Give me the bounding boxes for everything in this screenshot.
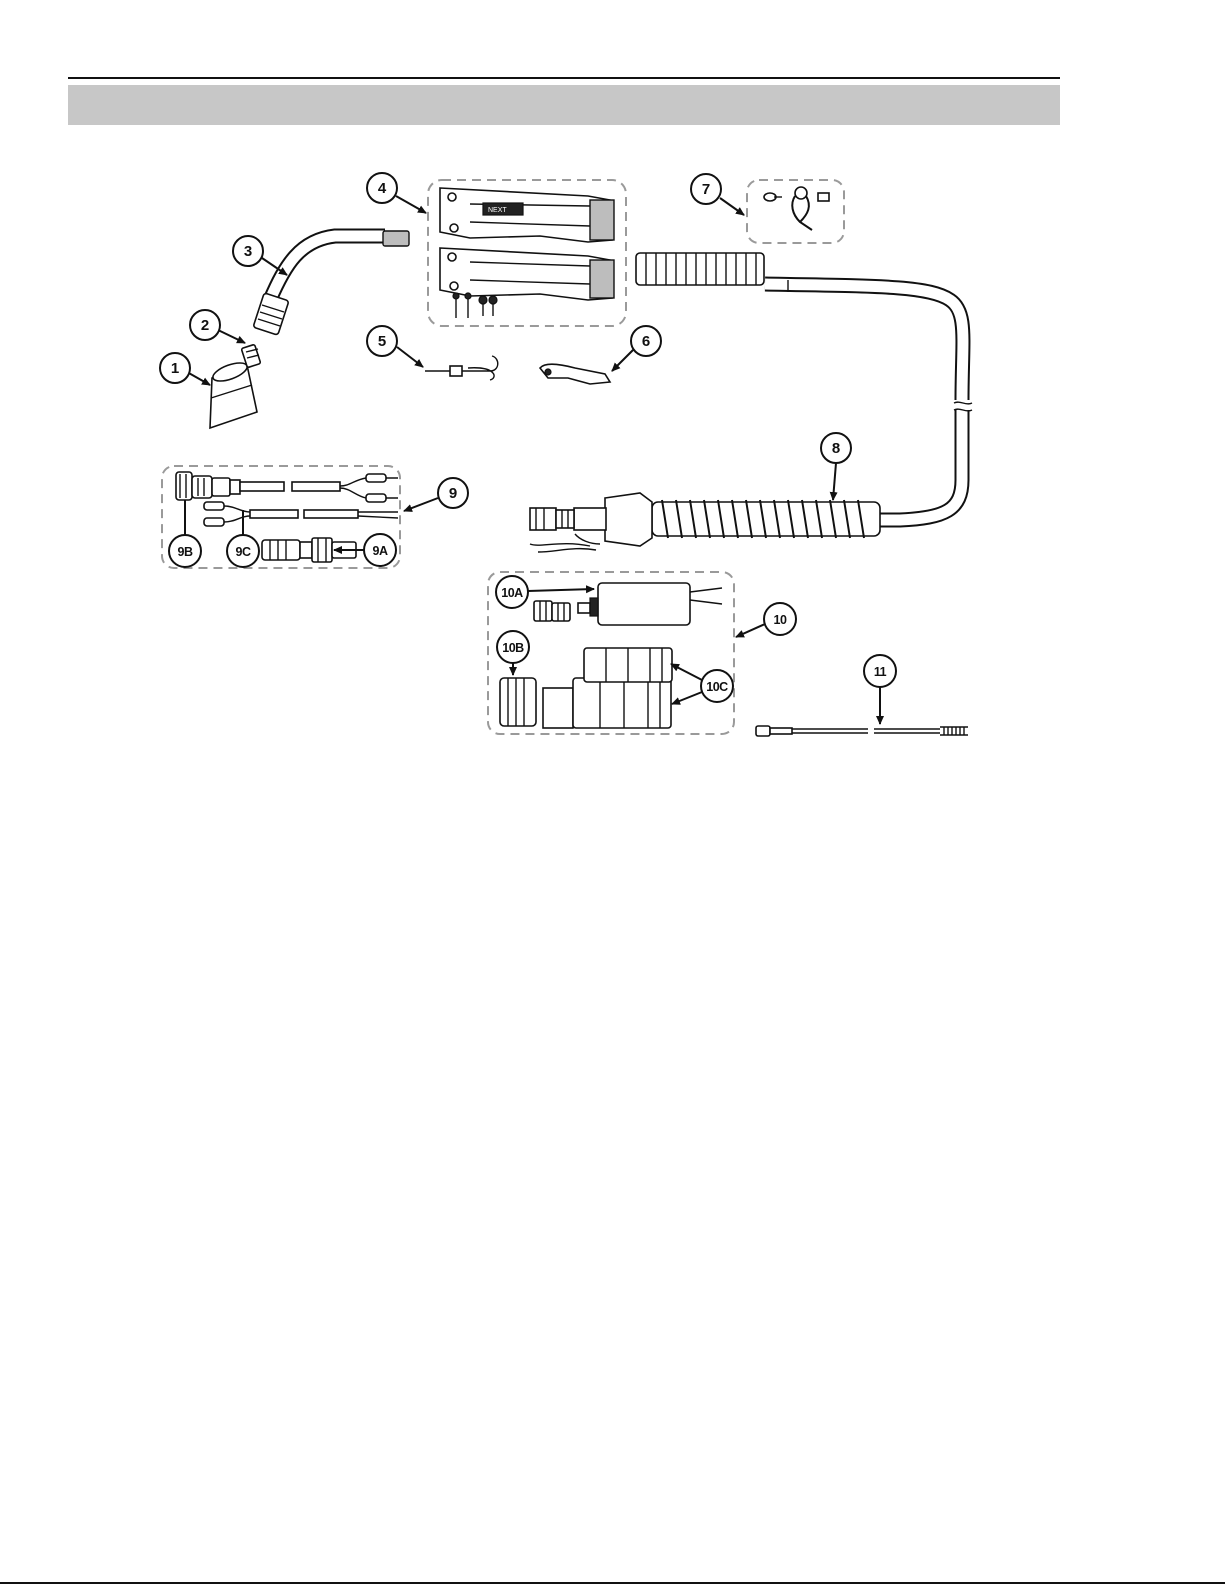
nozzle-part <box>210 359 257 428</box>
svg-text:7: 7 <box>702 181 710 198</box>
svg-text:10A: 10A <box>501 586 523 600</box>
callout-10a: 10A <box>496 576 528 608</box>
connector-kit-part <box>500 583 722 728</box>
svg-text:3: 3 <box>244 243 252 260</box>
callout-10: 10 <box>764 603 796 635</box>
trigger-spring-part <box>425 356 498 380</box>
callout-5: 5 <box>367 326 397 356</box>
callout-9b: 9B <box>169 535 201 567</box>
svg-text:2: 2 <box>201 317 209 334</box>
svg-text:11: 11 <box>874 665 887 679</box>
trigger-part <box>540 364 610 384</box>
svg-text:10C: 10C <box>706 680 728 694</box>
svg-text:9C: 9C <box>236 545 251 559</box>
callout-9: 9 <box>438 478 468 508</box>
callout-11: 11 <box>864 655 896 687</box>
svg-text:5: 5 <box>378 333 386 350</box>
callout-8: 8 <box>821 433 851 463</box>
svg-text:4: 4 <box>378 180 387 197</box>
callout-7: 7 <box>691 174 721 204</box>
callout-9c: 9C <box>227 535 259 567</box>
svg-text:6: 6 <box>642 333 650 350</box>
liner-part <box>756 726 968 736</box>
hanger-clip-part <box>764 187 829 230</box>
callout-10c: 10C <box>701 670 733 702</box>
svg-text:9: 9 <box>449 485 457 502</box>
svg-text:1: 1 <box>171 360 179 377</box>
callout-4: 4 <box>367 173 397 203</box>
svg-text:8: 8 <box>832 440 840 457</box>
svg-text:9B: 9B <box>178 545 193 559</box>
callout-10b: 10B <box>497 631 529 663</box>
callout-3: 3 <box>233 236 263 266</box>
handle-part: NEXT <box>440 188 614 318</box>
svg-text:10: 10 <box>774 613 787 627</box>
svg-text:10B: 10B <box>502 641 524 655</box>
gooseneck-part <box>253 231 409 335</box>
handle-logo: NEXT <box>488 207 507 214</box>
callout-9a: 9A <box>364 534 396 566</box>
callout-6: 6 <box>631 326 661 356</box>
callout-2: 2 <box>190 310 220 340</box>
callout-1: 1 <box>160 353 190 383</box>
svg-text:9A: 9A <box>373 544 388 558</box>
